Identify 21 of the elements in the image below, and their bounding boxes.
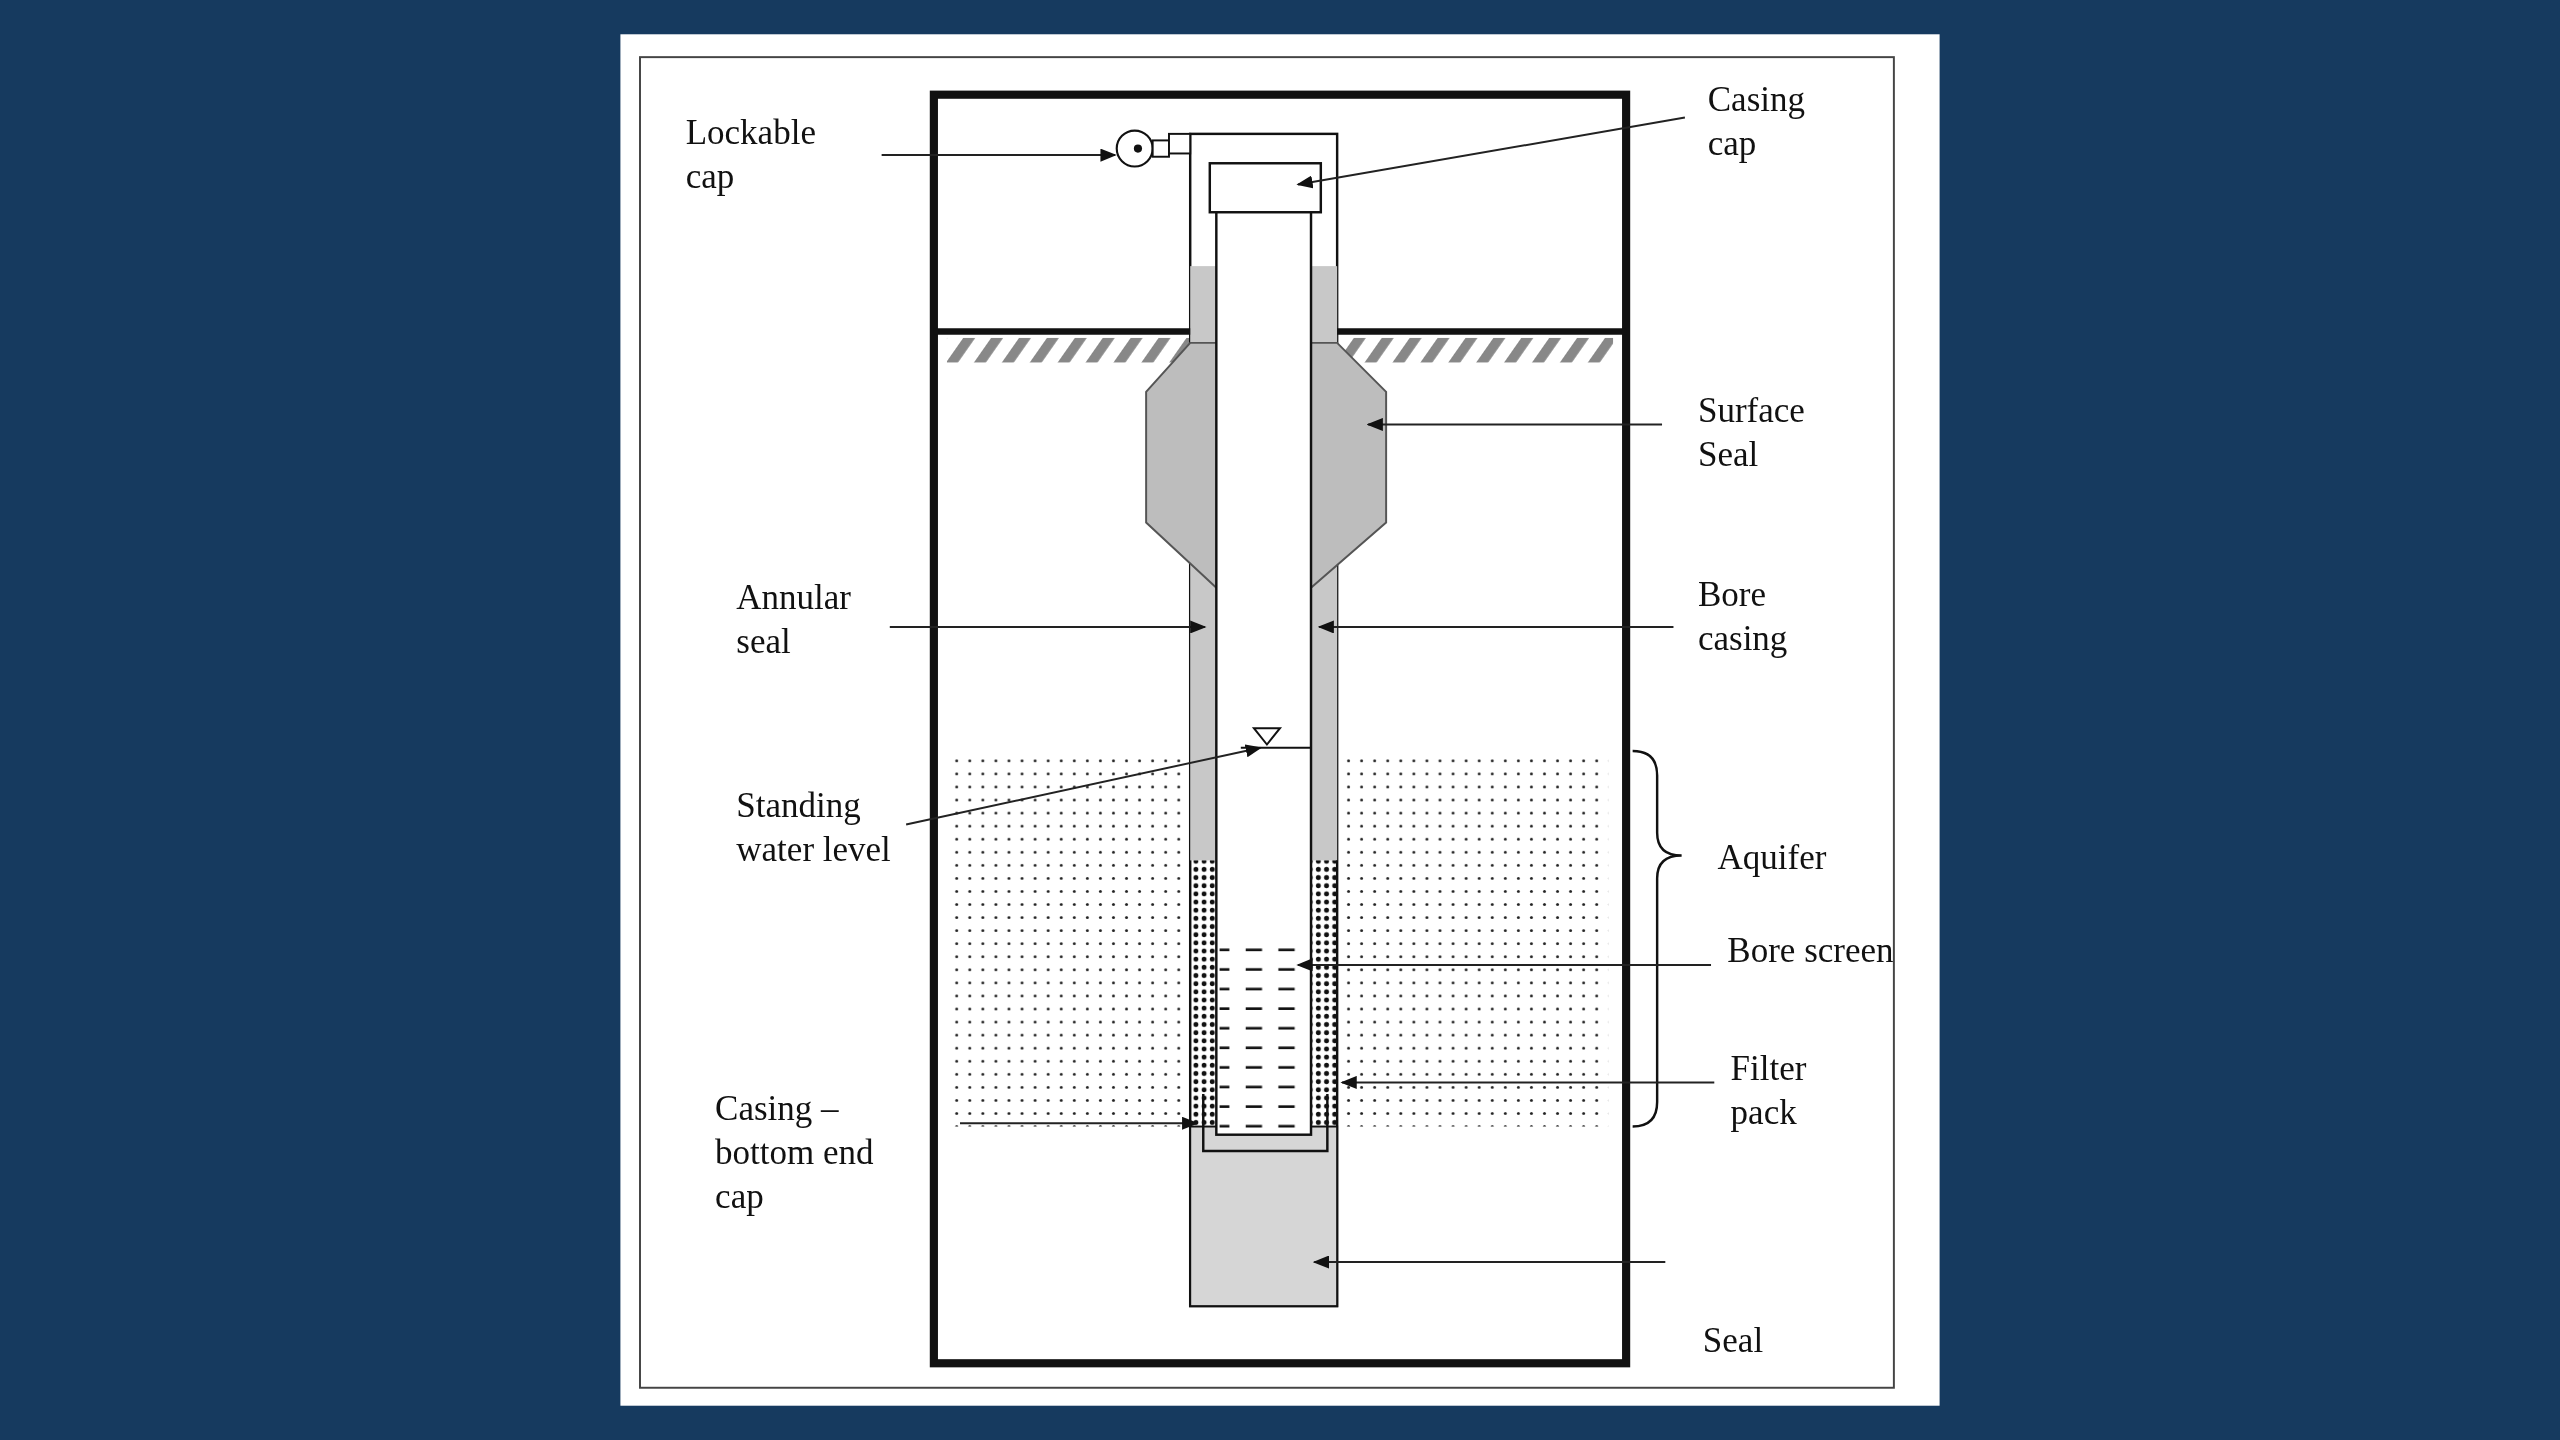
leader-arrow: [1340, 1075, 1716, 1089]
leader-arrow: [1317, 620, 1675, 634]
leader-arrow: [1366, 417, 1663, 431]
leader-arrow: [888, 620, 1207, 634]
leader-arrow: [1312, 1255, 1667, 1269]
part-label: Seal: [1702, 1319, 1764, 1364]
part-label: Standing water level: [736, 783, 929, 872]
part-label: Lockable cap: [685, 111, 841, 199]
leader-arrow: [1296, 116, 1686, 189]
leader-arrow: [1296, 958, 1712, 972]
part-label: Bore screen: [1727, 928, 1894, 973]
part-label: Filter pack: [1730, 1046, 1836, 1135]
part-label: Bore casing: [1697, 573, 1813, 662]
leader-arrow: [905, 744, 1262, 826]
part-label: Casing – bottom end cap: [715, 1087, 903, 1220]
part-label: Surface Seal: [1697, 388, 1832, 477]
part-label: Annular seal: [736, 576, 880, 665]
leader-arrow: [959, 1116, 1199, 1130]
aquifer-label: Aquifer: [1717, 836, 1827, 879]
part-label: Casing cap: [1707, 78, 1831, 167]
leader-arrow: [880, 148, 1117, 162]
